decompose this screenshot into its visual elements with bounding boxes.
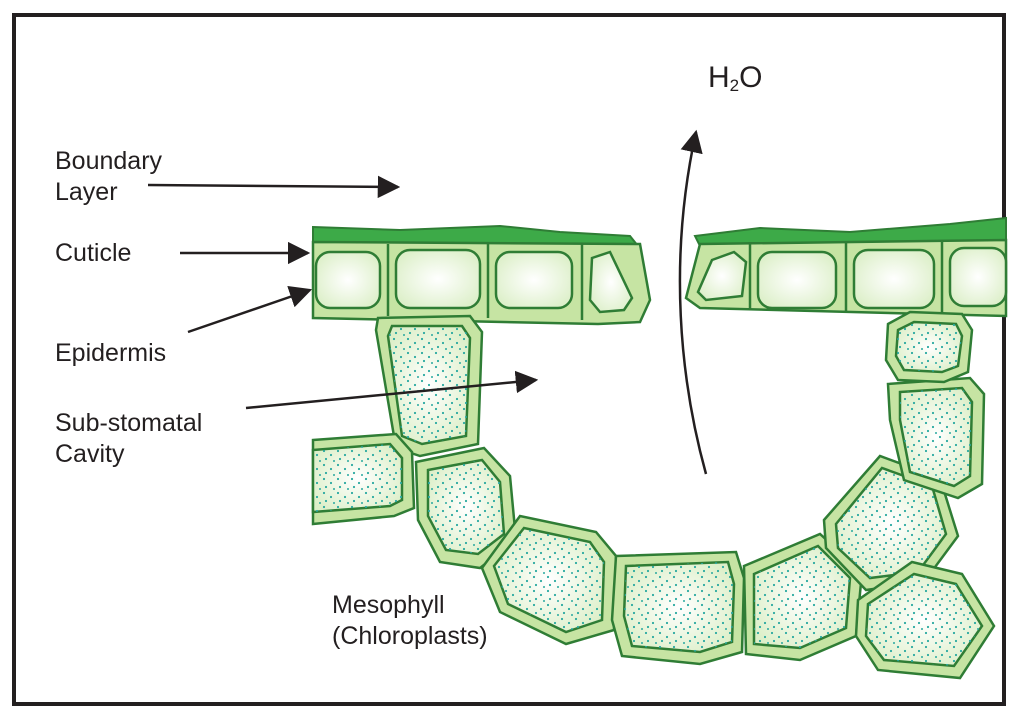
- cavity-label-line2: Cavity: [55, 440, 125, 468]
- water-label-o: O: [739, 61, 763, 94]
- mesophyll-cell: [610, 550, 746, 666]
- mesophyll-label-line2: (Chloroplasts): [332, 622, 488, 650]
- boundary-layer-arrow: [147, 175, 401, 199]
- boundary-layer-label: Boundary Layer: [55, 146, 162, 208]
- boundary-layer-label-line1: Boundary: [55, 147, 163, 175]
- mesophyll-cell: [742, 532, 864, 662]
- epidermis-arrow: [187, 285, 313, 334]
- cavity-label-line1: Sub-stomatal: [55, 409, 203, 437]
- mesophyll-label-line1: Mesophyll: [332, 591, 445, 619]
- mesophyll-cells: [311, 310, 996, 680]
- water-label: H2O: [708, 62, 762, 101]
- mesophyll-cell: [854, 560, 996, 680]
- mesophyll-cell: [480, 514, 618, 646]
- mesophyll-cell: [311, 432, 416, 526]
- cavity-arrow: [245, 370, 539, 410]
- water-label-h: H: [708, 61, 730, 94]
- cuticle-label: Cuticle: [55, 239, 132, 267]
- boundary-layer-label-line2: Layer: [55, 178, 118, 206]
- epidermis-label: Epidermis: [55, 339, 167, 367]
- water-vapour-arrow: [678, 129, 708, 475]
- epidermis-right: [684, 238, 1008, 318]
- mesophyll-cell: [822, 454, 960, 592]
- mesophyll-cell: [374, 314, 484, 458]
- epidermis-left: [311, 240, 652, 326]
- sub-stomatal-cavity-label: Sub-stomatal Cavity: [55, 408, 202, 470]
- mesophyll-cell: [884, 310, 974, 384]
- mesophyll-cell: [414, 446, 518, 570]
- water-label-subscript: 2: [729, 76, 740, 95]
- mesophyll-cell: [886, 376, 986, 500]
- mesophyll-label: Mesophyll (Chloroplasts): [332, 590, 488, 652]
